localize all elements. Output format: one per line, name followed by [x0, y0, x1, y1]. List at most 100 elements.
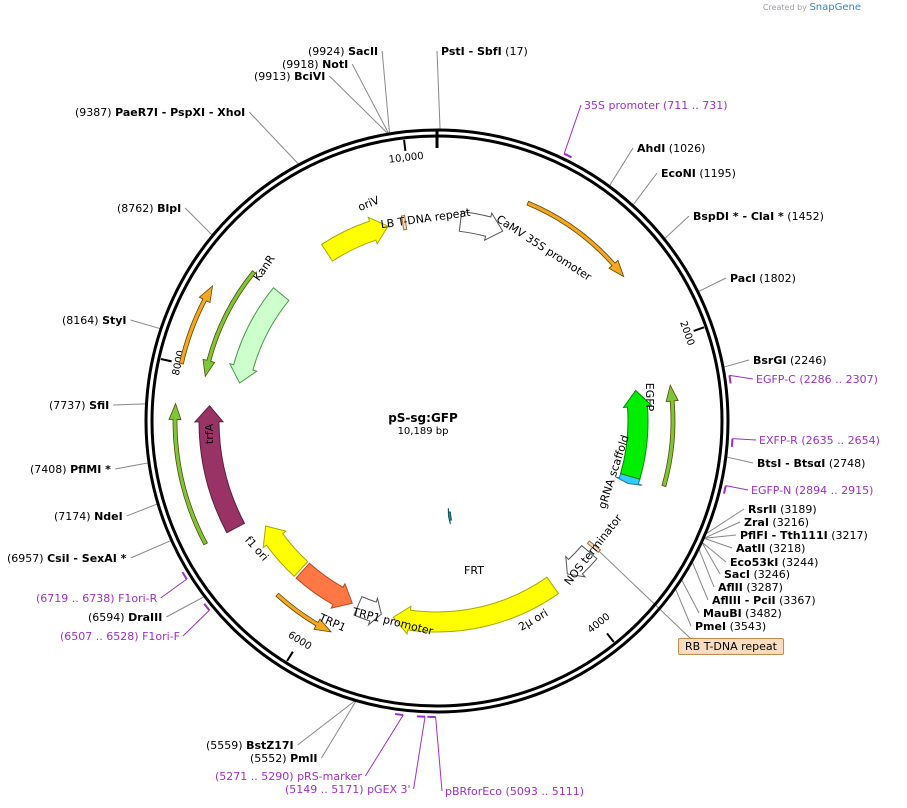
site-label-draiii: (6594) DraIII [88, 611, 162, 624]
primer-leader-egfp-n [725, 485, 749, 491]
site-enzyme: BsrGI [753, 354, 786, 367]
leader-psti-sbfi [436, 50, 441, 130]
primer-range: (5093 .. 5111) [506, 785, 585, 798]
site-position: (3482) [742, 607, 782, 620]
feature-grna-scaffold [615, 473, 643, 486]
feature-label-camv-35s-promoter: CaMV 35S promoter [494, 213, 594, 284]
feature-label-trfa: trfA [203, 423, 216, 444]
feature-kanr [228, 287, 290, 384]
site-enzyme: AflII [718, 581, 743, 594]
primer-range: (2894 .. 2915) [795, 484, 874, 497]
primer-name: 35S promoter [584, 99, 663, 112]
primer-label-pbrforeco: pBRforEco (5093 .. 5111) [445, 785, 584, 798]
site-enzyme: NdeI [94, 510, 123, 523]
plasmid-size: 10,189 bp [397, 426, 449, 437]
site-enzyme: NotI [322, 58, 348, 71]
leader-sfii [113, 403, 146, 406]
site-enzyme: AatII [736, 542, 765, 555]
site-position: (9924) [308, 45, 348, 58]
site-position: (7174) [54, 510, 94, 523]
site-position: (9387) [75, 106, 115, 119]
primer-mark-f1ori-r [181, 571, 188, 580]
tick-2000 [693, 326, 705, 332]
primer-leader-f1ori-r [160, 578, 188, 599]
site-position: (5559) [206, 739, 246, 752]
primer-mark-f1ori-f [203, 603, 211, 611]
site-enzyme: BciVI [294, 70, 325, 83]
leader-pmei [675, 589, 692, 627]
primer-range: (6719 .. 6738) [36, 592, 118, 605]
site-enzyme: CsiI - SexAI * [47, 552, 127, 565]
site-label-bspdi-clai: BspDI * - ClaI * (1452) [693, 210, 824, 223]
site-position: (2748) [825, 457, 865, 470]
site-label-noti: (9918) NotI [282, 58, 348, 71]
feature-frt [447, 508, 452, 525]
site-position: (7408) [30, 463, 70, 476]
site-position: (3287) [743, 581, 783, 594]
leader-rsrii [706, 508, 745, 534]
leader-saci [701, 542, 721, 575]
site-enzyme: ZraI [744, 516, 769, 529]
feature-label-kanr: KanR [251, 252, 278, 283]
tick-label-4000: 4000 [586, 611, 613, 635]
feature-trp1-promoter [353, 595, 382, 627]
site-label-psti-sbfi: PstI - SbfI (17) [441, 45, 528, 58]
site-position: (3244) [778, 556, 818, 569]
primer-name: F1ori-F [142, 630, 180, 643]
leader-blpi [184, 207, 213, 236]
leader-bstz17i [297, 700, 355, 746]
primer-leader-pbrforeco [435, 716, 443, 792]
primer-name: EGFP-N [751, 484, 795, 497]
site-label-sfii: (7737) SfiI [49, 399, 109, 412]
primer-name: EXFP-R [759, 434, 801, 447]
feature-label-trp1-promoter: TRP1 promoter [350, 605, 435, 638]
site-label-sacii: (9924) SacII [308, 45, 378, 58]
leader-econi [632, 172, 658, 206]
primer-range: (2635 .. 2654) [801, 434, 880, 447]
rb-tdna-repeat-callout: RB T-DNA repeat [678, 638, 784, 655]
leader-bcivi [329, 75, 388, 134]
site-label-maubi: MauBI (3482) [703, 607, 782, 620]
site-enzyme: StyI [102, 314, 126, 327]
site-label-ndei: (7174) NdeI [54, 510, 123, 523]
feature-lb-t-dna-repeat [400, 214, 408, 231]
primer-name: pRS-marker [297, 770, 362, 783]
site-position: (3367) [776, 594, 816, 607]
primer-leader-prs-marker [364, 714, 404, 777]
site-label-afliii-pcii: AflIII - PciI (3367) [712, 594, 816, 607]
feature-trp1 [295, 562, 353, 609]
leader-pflmi [115, 462, 149, 470]
site-label-styi: (8164) StyI [62, 314, 127, 327]
site-label-aatii: AatII (3218) [736, 542, 805, 555]
feature-trfa [193, 405, 246, 534]
site-label-ahdi: AhdI (1026) [637, 142, 705, 155]
primer-leader-35s-promoter [563, 104, 582, 154]
site-position: (2246) [786, 354, 826, 367]
site-position: (3189) [777, 503, 817, 516]
site-enzyme: PaeR7I - PspXI - XhoI [115, 106, 245, 119]
site-label-econi: EcoNI (1195) [661, 167, 736, 180]
leader-paer7i-pspxi-xhoi [248, 111, 299, 165]
tick-label-2000: 2000 [677, 320, 696, 348]
feature-label-oriv: oriV [356, 193, 382, 213]
site-enzyme: SacII [348, 45, 378, 58]
site-label-blpi: (8762) BlpI [117, 202, 181, 215]
leader-bsrgi [723, 359, 750, 368]
feature-rb-t-dna-repeat [586, 540, 602, 553]
site-enzyme: PflFI - Tth111I [740, 529, 828, 542]
site-enzyme: RsrII [748, 503, 777, 516]
feature-label-nos-terminator: NOS terminator [562, 512, 625, 588]
tick-10,000 [403, 139, 407, 151]
primer-mark-prs-marker [394, 713, 404, 717]
leader-maubi [681, 579, 700, 614]
site-enzyme: PflMI * [70, 463, 111, 476]
site-label-paci: PacI (1802) [730, 272, 796, 285]
primer-leader-exfp-r [732, 438, 757, 441]
site-position: (3217) [828, 529, 868, 542]
leader-bspdi-clai [664, 215, 690, 239]
primer-leader-egfp-c [729, 374, 754, 380]
feature-2-ori [392, 576, 560, 636]
tick-6000 [286, 651, 294, 662]
primer-mark-35s-promoter [563, 152, 572, 159]
